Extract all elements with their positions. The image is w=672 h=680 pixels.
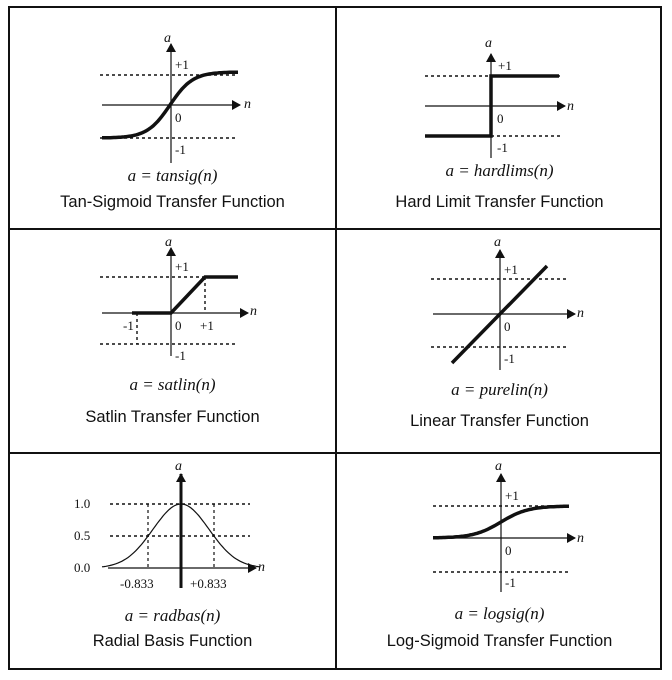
panel-tansig: a n +1 0 -1 a = tansig(n) Tan-Sigmoid Tr… xyxy=(10,8,337,230)
satlin-curve xyxy=(132,275,238,315)
plus1-label: +1 xyxy=(498,58,512,73)
panel-satlin: a n +1 0 -1 -1 +1 a = satlin(n) Satlin T… xyxy=(10,230,337,454)
xneg-label: -0.833 xyxy=(120,576,154,591)
minus1-label: -1 xyxy=(175,142,186,157)
formula: a = radbas(n) xyxy=(124,606,221,625)
radbas-curve xyxy=(101,503,261,568)
transfer-function-grid: a n +1 0 -1 a = tansig(n) Tan-Sigmoid Tr… xyxy=(8,6,662,670)
formula: a = satlin(n) xyxy=(129,375,216,394)
formula: a = hardlims(n) xyxy=(445,161,554,180)
panel-title: Linear Transfer Function xyxy=(410,412,589,430)
plus1-label: +1 xyxy=(175,259,189,274)
xpos1-label: +1 xyxy=(200,318,214,333)
hardlims-plot: a n +1 0 -1 xyxy=(425,36,574,158)
a-axis-label: a xyxy=(495,459,502,474)
panel-purelin: a n +1 0 -1 a = purelin(n) Linear Transf… xyxy=(337,230,662,454)
tansig-plot: a n +1 0 -1 xyxy=(100,31,251,163)
a-axis-label: a xyxy=(175,459,182,474)
n-axis-label: n xyxy=(577,531,584,546)
y05-label: 0.5 xyxy=(74,528,90,543)
plus1-label: +1 xyxy=(505,488,519,503)
panel-hardlims: a n +1 0 -1 a = hardlims(n) Hard Limit T… xyxy=(337,8,662,230)
purelin-curve xyxy=(450,264,549,365)
panel-title: Log-Sigmoid Transfer Function xyxy=(386,632,613,650)
n-axis-label: n xyxy=(258,560,265,575)
zero-label: 0 xyxy=(175,318,182,333)
zero-label: 0 xyxy=(504,319,511,334)
panel-title: Hard Limit Transfer Function xyxy=(395,193,604,211)
a-axis-label: a xyxy=(165,235,172,250)
n-axis-label: n xyxy=(577,306,584,321)
formula: a = purelin(n) xyxy=(451,380,548,399)
a-axis-label: a xyxy=(485,36,492,51)
minus1-label: -1 xyxy=(175,348,186,363)
radbas-plot: a n 1.0 0.5 0.0 -0.833 +0.833 xyxy=(74,459,265,591)
y00-label: 0.0 xyxy=(74,560,90,575)
zero-label: 0 xyxy=(175,110,182,125)
plus1-label: +1 xyxy=(504,262,518,277)
plus1-label: +1 xyxy=(175,57,189,72)
satlin-plot: a n +1 0 -1 -1 +1 xyxy=(100,235,257,363)
minus1-label: -1 xyxy=(505,575,516,590)
panel-title: Tan-Sigmoid Transfer Function xyxy=(60,193,285,211)
hardlims-curve xyxy=(425,74,559,138)
panel-title: Radial Basis Function xyxy=(92,632,253,650)
n-axis-label: n xyxy=(567,99,574,114)
a-axis-label: a xyxy=(494,235,501,250)
n-axis-label: n xyxy=(250,304,257,319)
n-axis-label: n xyxy=(244,97,251,112)
logsig-curve xyxy=(433,504,569,540)
minus1-label: -1 xyxy=(497,140,508,155)
panel-logsig: a n +1 0 -1 a = logsig(n) Log-Sigmoid Tr… xyxy=(337,454,662,668)
tansig-curve xyxy=(102,70,238,140)
y10-label: 1.0 xyxy=(74,496,90,511)
a-axis-label: a xyxy=(164,31,171,46)
xpos-label: +0.833 xyxy=(190,576,227,591)
panel-radbas: a n 1.0 0.5 0.0 -0.833 +0.833 a = radbas… xyxy=(10,454,337,668)
purelin-plot: a n +1 0 -1 xyxy=(431,235,584,370)
xneg1-label: -1 xyxy=(123,318,134,333)
panel-title: Satlin Transfer Function xyxy=(85,408,260,426)
formula: a = tansig(n) xyxy=(127,166,218,185)
zero-label: 0 xyxy=(505,543,512,558)
zero-label: 0 xyxy=(497,111,504,126)
formula: a = logsig(n) xyxy=(454,604,545,623)
minus1-label: -1 xyxy=(504,351,515,366)
logsig-plot: a n +1 0 -1 xyxy=(433,459,584,592)
